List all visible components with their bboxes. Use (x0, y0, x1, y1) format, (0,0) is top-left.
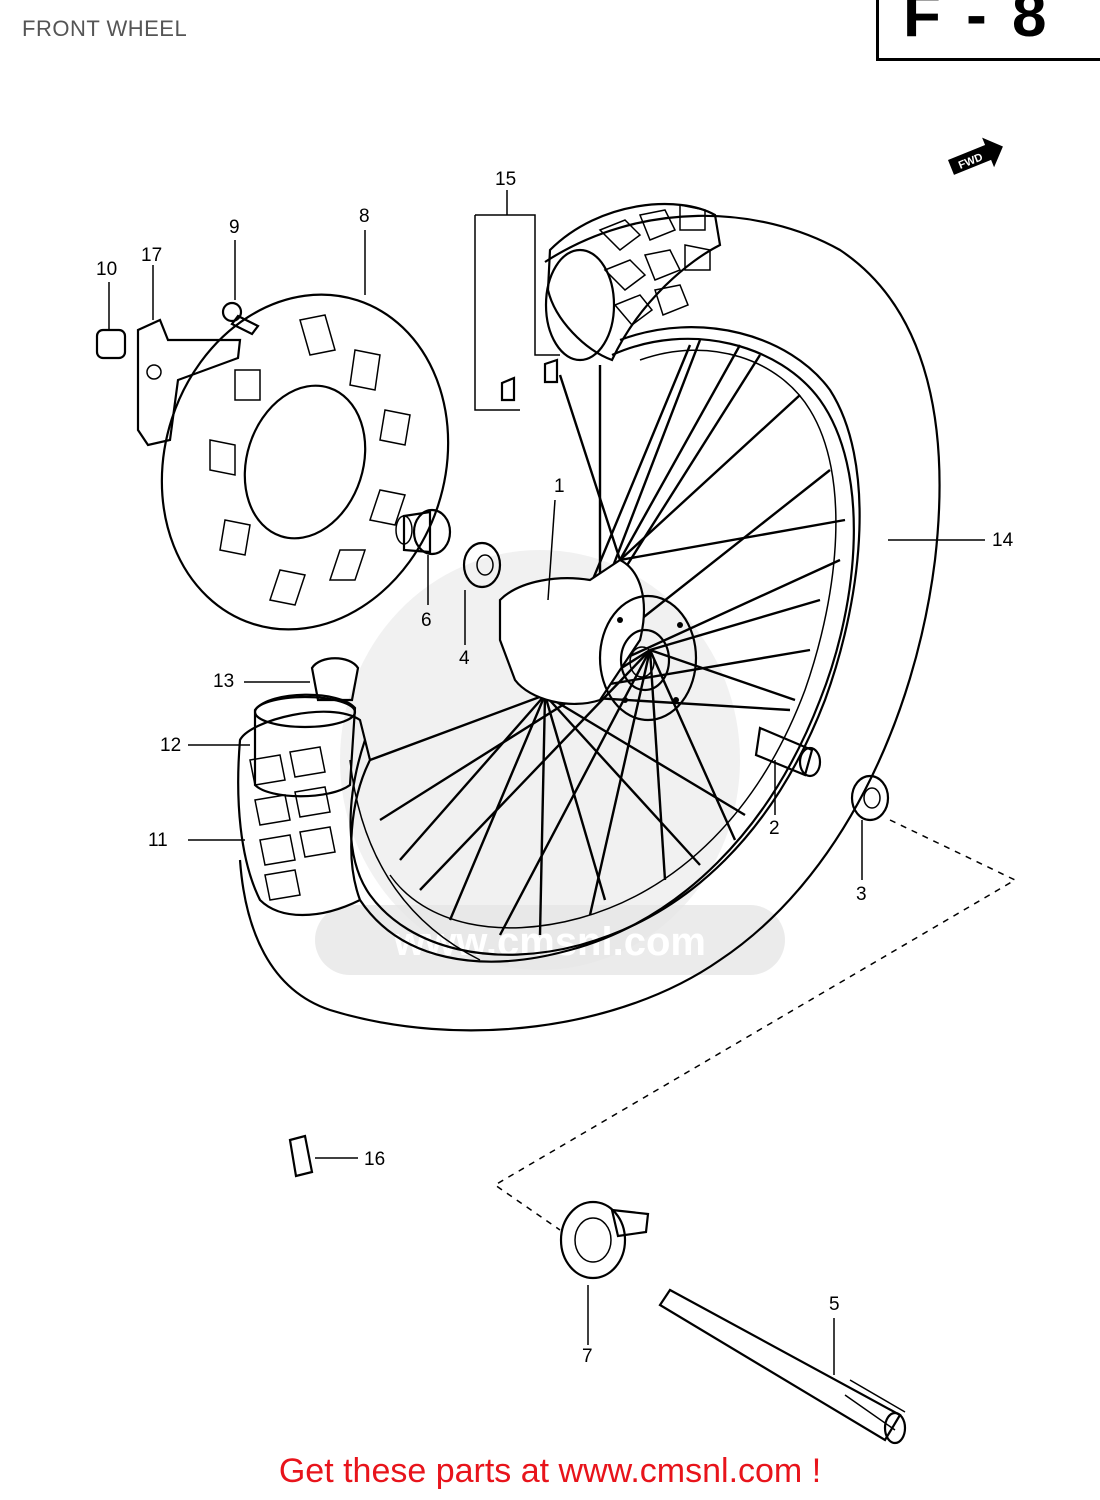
callout-13: 13 (213, 671, 234, 692)
spoke-group-15 (474, 214, 560, 411)
assembly-lines (493, 819, 1017, 1231)
callouts: 1 2 3 4 5 6 7 8 9 10 11 12 13 14 15 16 1… (96, 169, 1014, 1367)
callout-11: 11 (148, 830, 168, 851)
callout-1: 1 (554, 476, 565, 497)
callout-4: 4 (459, 648, 470, 669)
page-code: F - 8 (903, 0, 1051, 50)
watermark-text: www.cmsnl.com (393, 920, 706, 964)
bearing-4 (462, 541, 502, 589)
callout-16: 16 (364, 1149, 385, 1170)
callout-8: 8 (359, 206, 370, 227)
page-code-box: F - 8 (876, 0, 1100, 61)
spacer-6 (395, 508, 452, 556)
wheel-hub (498, 558, 698, 722)
callout-5: 5 (829, 1294, 840, 1315)
callout-2: 2 (769, 818, 780, 839)
bolt-9 (221, 301, 260, 336)
callout-6: 6 (421, 610, 432, 631)
spacer-2 (754, 726, 822, 778)
callout-7: 7 (582, 1346, 593, 1367)
speedometer-bracket (136, 318, 242, 447)
nut-16 (288, 1134, 314, 1178)
bearing-3 (850, 774, 890, 822)
callout-3: 3 (856, 884, 867, 905)
valve-13 (310, 657, 360, 702)
leader-lines (108, 190, 985, 1375)
callout-17: 17 (141, 245, 162, 266)
tire (237, 202, 941, 1032)
rim-band-12 (253, 693, 357, 798)
axle (658, 1288, 907, 1445)
callout-10: 10 (96, 259, 117, 280)
callout-9: 9 (229, 217, 240, 238)
rim (349, 326, 861, 956)
speedometer-gearbox (559, 1200, 650, 1280)
forward-label: FWD (957, 151, 985, 172)
nut-10 (95, 328, 127, 360)
callout-14: 14 (992, 530, 1014, 551)
forward-arrow-icon: FWD (948, 137, 1003, 175)
footer-link[interactable]: Get these parts at www.cmsnl.com ! (278, 1452, 822, 1490)
callout-12: 12 (160, 735, 181, 756)
callout-15: 15 (495, 169, 516, 190)
header-title: FRONT WHEEL (22, 16, 188, 41)
